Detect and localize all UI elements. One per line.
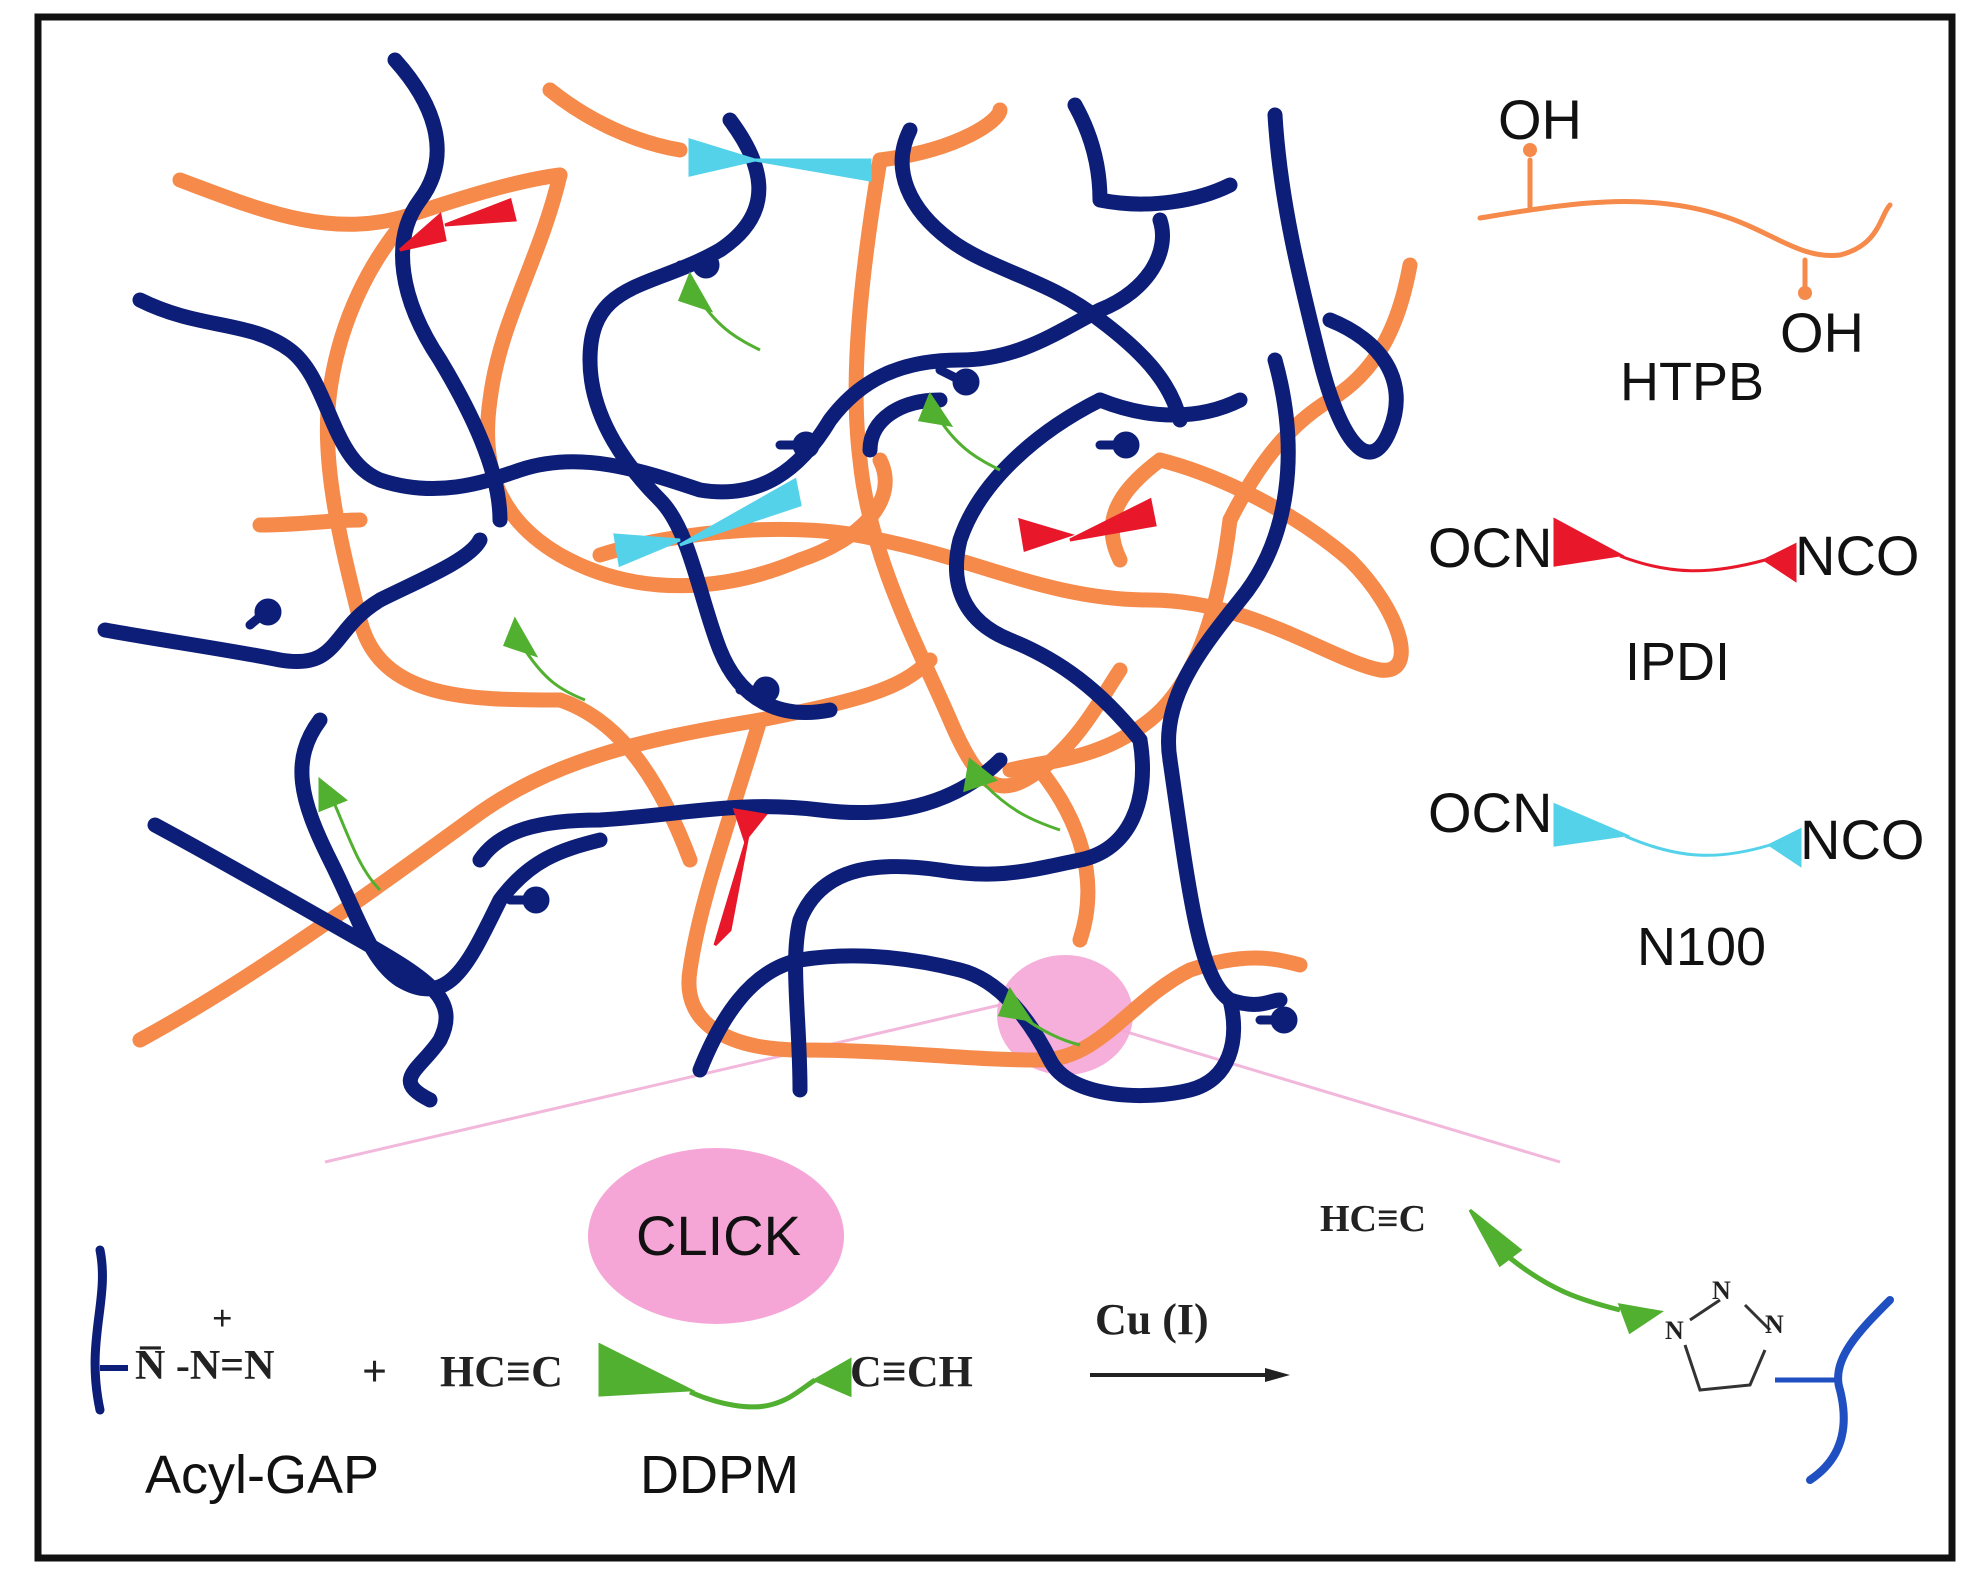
alkyne-right-label: C≡CH (850, 1347, 973, 1396)
gap-pendant-groups (245, 251, 1298, 1034)
ddpm-linker (917, 391, 1001, 472)
click-bubble (588, 1148, 844, 1324)
product-alkyne-label: HC≡C (1320, 1198, 1427, 1240)
gap-chain (788, 732, 1150, 1098)
pendant-azide (775, 431, 820, 459)
htpb-chain (132, 652, 938, 1048)
htpb-oh-top-label: OH (1498, 88, 1582, 151)
ipdi-nco-label: NCO (1795, 524, 1920, 587)
plus-sign: + (362, 1347, 388, 1396)
pendant-azide (245, 598, 282, 630)
reaction-arrow-head (1265, 1368, 1290, 1382)
legend-htpb-glyph (1477, 157, 1893, 293)
alkyne-left-label: HC≡C (440, 1347, 563, 1396)
ipdi-linker (1018, 497, 1157, 552)
gap-chain (1067, 97, 1238, 212)
gap-chain (147, 817, 454, 1108)
htpb-name-label: HTPB (1620, 352, 1765, 412)
gap-chain (472, 752, 1008, 868)
ddpm-name-label: DDPM (640, 1445, 799, 1505)
gap-chain (582, 112, 838, 720)
ipdi-linker (713, 808, 768, 947)
triazole-n1-label: N (1665, 1316, 1684, 1345)
gap-chain (1162, 752, 1288, 1012)
gap-chain (1267, 107, 1404, 460)
diagram-frame (34, 13, 1956, 1562)
product-ddpm-glyph (1468, 1208, 1664, 1335)
n100-name-label: N100 (1637, 917, 1767, 977)
catalyst-label: Cu (I) (1095, 1295, 1209, 1344)
n100-nco-label: NCO (1800, 808, 1925, 871)
zoom-connector-lines (324, 1003, 1561, 1164)
htpb-chain (542, 82, 688, 158)
ipdi-linker (399, 197, 517, 252)
pendant-azide (505, 886, 550, 914)
legend-n100-glyph (1553, 802, 1802, 868)
pendant-azide (1255, 1006, 1298, 1034)
htpb-chain (252, 512, 368, 533)
gap-chain (132, 212, 1170, 500)
gap-chain (1161, 352, 1296, 768)
n100-linkers-network (613, 137, 872, 568)
azide-group-label: N̅ -N=N (135, 1343, 275, 1389)
n100-ocn-label: OCN (1428, 781, 1553, 844)
ddpm-linker (318, 776, 382, 892)
ddpm-reagent-glyph (598, 1342, 852, 1410)
pendant-azide (935, 365, 980, 396)
acyl-gap-name-label: Acyl-GAP (145, 1445, 380, 1505)
triazole-n2-label: N (1712, 1276, 1731, 1305)
azide-charge-label: + (212, 1298, 233, 1338)
htpb-oh-bottom-label: OH (1780, 301, 1864, 364)
ddpm-linker (678, 271, 761, 352)
ddpm-linker (963, 757, 1061, 832)
legend-ipdi-glyph (1553, 517, 1797, 583)
pendant-azide (675, 251, 720, 279)
htpb-chain (1032, 762, 1096, 948)
ipdi-linkers-network (399, 197, 1157, 947)
legend-htpb-oh-bottom-dot (1798, 286, 1812, 300)
gap-chain (387, 52, 508, 528)
triazole-n3-label: N (1765, 1310, 1784, 1339)
gap-chain (1092, 392, 1248, 423)
htpb-chain (592, 452, 1409, 678)
n100-linker (688, 137, 872, 182)
htpb-chain (552, 692, 698, 868)
ipdi-name-label: IPDI (1625, 632, 1731, 692)
pendant-azide (735, 676, 780, 704)
gap-chains (97, 52, 1404, 1108)
htpb-chain (1104, 452, 1168, 568)
legend-htpb-oh-top-dot (1523, 143, 1537, 157)
gap-chain (97, 532, 488, 669)
htpb-chain (1002, 512, 1238, 778)
product-gap-backbone (1806, 1296, 1894, 1484)
ddpm-linker (997, 986, 1081, 1047)
gap-chain (692, 948, 1242, 1104)
ddpm-linker (503, 616, 586, 702)
triazole-ring (1683, 1298, 1772, 1392)
gap-chain (949, 392, 1148, 748)
acyl-gap-backbone (90, 1245, 107, 1415)
htpb-chains (132, 82, 1418, 1068)
gap-chain (894, 122, 1188, 428)
ipdi-ocn-label: OCN (1428, 516, 1553, 579)
htpb-chain (681, 712, 1308, 1068)
click-label: CLICK (636, 1204, 801, 1267)
gap-chain (294, 712, 608, 997)
htpb-chain (1222, 257, 1418, 528)
htpb-chain (792, 452, 893, 568)
n100-linker (613, 477, 802, 568)
pendant-azide (1095, 431, 1140, 459)
ddpm-linkers-network (318, 271, 1081, 1047)
